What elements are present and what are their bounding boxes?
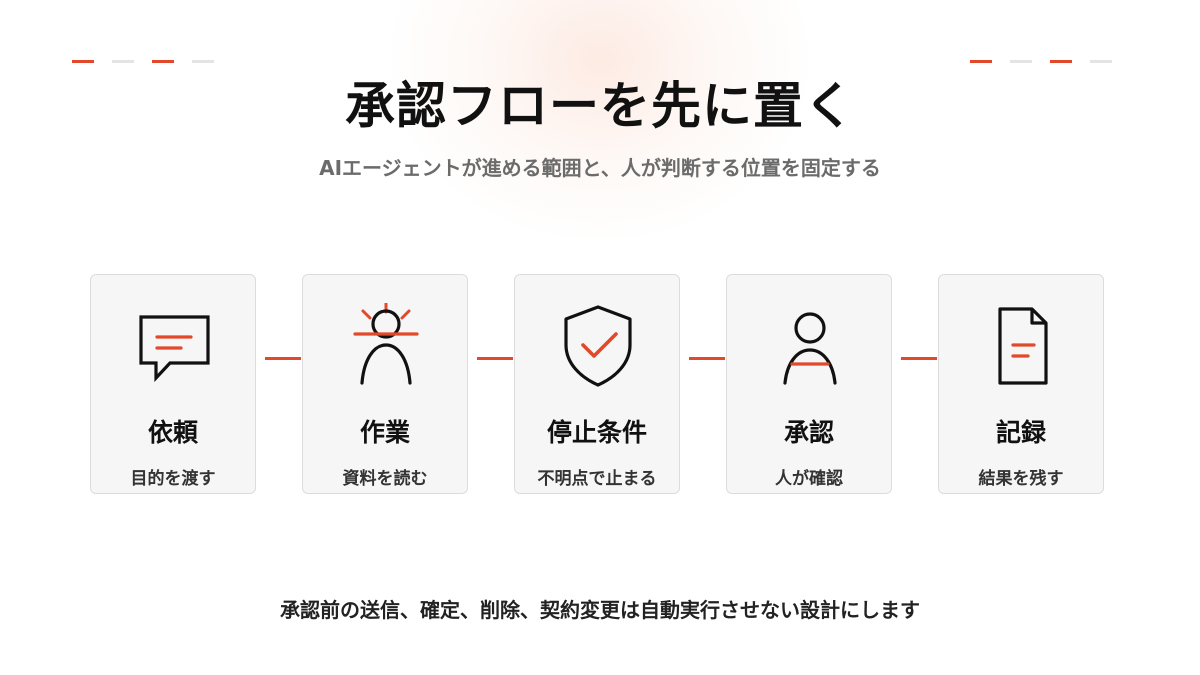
flow-connector — [477, 357, 513, 360]
step-label: 記録 — [995, 418, 1046, 447]
step-card-request: 依頼 目的を渡す — [90, 274, 256, 494]
step-label: 作業 — [359, 418, 410, 447]
step-card-stop-condition: 停止条件 不明点で止まる — [514, 274, 680, 494]
step-description: 不明点で止まる — [537, 469, 657, 489]
approval-flow: 依頼 目的を渡す 作業 資料を読む 停止条件 不明点で止まる — [90, 274, 1106, 496]
decorative-dashes-right — [970, 60, 1112, 64]
flow-connector — [265, 357, 301, 360]
decorative-dashes-left — [72, 60, 214, 64]
footer-note: 承認前の送信、確定、削除、契約変更は自動実行させない設計にします — [280, 598, 920, 622]
step-description: 目的を渡す — [130, 469, 216, 489]
person-icon — [783, 312, 837, 385]
step-card-approval: 承認 人が確認 — [726, 274, 892, 494]
step-description: 人が確認 — [775, 469, 843, 489]
step-card-work: 作業 資料を読む — [302, 274, 468, 494]
step-description: 結果を残す — [978, 469, 1064, 489]
working-person-icon — [353, 303, 419, 385]
step-label: 依頼 — [147, 418, 198, 447]
page-title: 承認フローを先に置く — [345, 77, 855, 135]
speech-bubble-icon — [139, 315, 210, 383]
flow-connector — [901, 357, 937, 360]
step-card-record: 記録 結果を残す — [938, 274, 1104, 494]
step-description: 資料を読む — [342, 469, 428, 489]
step-label: 承認 — [783, 418, 834, 447]
document-icon — [998, 307, 1048, 385]
shield-check-icon — [564, 305, 632, 387]
flow-connector — [689, 357, 725, 360]
step-label: 停止条件 — [546, 418, 647, 447]
page-subtitle: AIエージェントが進める範囲と、人が判断する位置を固定する — [319, 156, 881, 180]
